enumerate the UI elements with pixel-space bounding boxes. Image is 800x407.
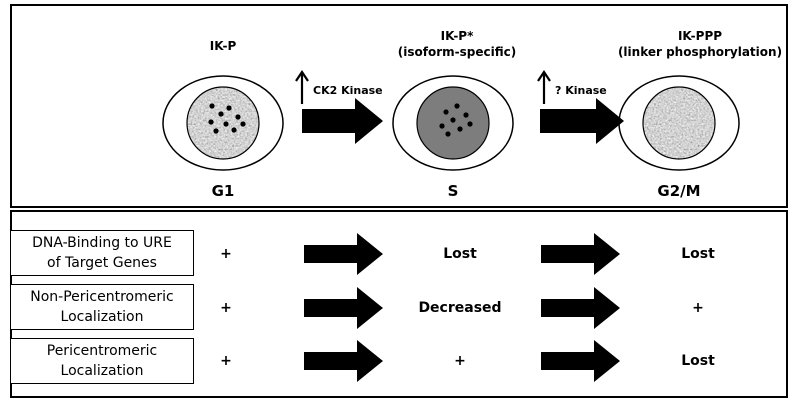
up-arrow-unknown-kinase-icon — [537, 70, 551, 104]
arrow-g1-to-s — [302, 98, 383, 144]
nucleus-g2m-speckled — [643, 87, 715, 159]
value-dna-binding-s: Lost — [443, 246, 477, 262]
value-dna-binding-g1: + — [220, 246, 232, 262]
value-non-pericentromeric-g2m: + — [692, 300, 704, 316]
header-ik-ppp: IK-PPP (linker phosphorylation) — [617, 29, 783, 59]
phase-label-g1: G1 — [211, 182, 235, 200]
phase-label-s: S — [447, 182, 459, 200]
value-pericentromeric-s: + — [454, 353, 466, 369]
up-arrow-ck2-icon — [295, 70, 309, 104]
cell-g1 — [162, 75, 284, 171]
arrow-s-to-g2m — [540, 98, 624, 144]
cell-s — [392, 75, 514, 171]
table-arrows — [304, 233, 620, 382]
kinase-label-unknown: ? Kinase — [555, 84, 607, 97]
nucleus-g1-speckled — [187, 87, 259, 159]
header-ik-p: IK-P — [209, 39, 237, 53]
value-dna-binding-g2m: Lost — [681, 246, 715, 262]
phase-label-g2m: G2/M — [657, 182, 701, 200]
kinase-label-ck2: CK2 Kinase — [313, 84, 383, 97]
dots-g1 — [208, 103, 246, 134]
value-pericentromeric-g1: + — [220, 353, 232, 369]
value-non-pericentromeric-s: Decreased — [418, 300, 502, 316]
cell-g2m — [618, 75, 740, 171]
value-non-pericentromeric-g1: + — [220, 300, 232, 316]
value-pericentromeric-g2m: Lost — [681, 353, 715, 369]
header-ik-p-star: IK-P* (isoform-specific) — [397, 29, 517, 59]
dots-s — [439, 103, 473, 137]
